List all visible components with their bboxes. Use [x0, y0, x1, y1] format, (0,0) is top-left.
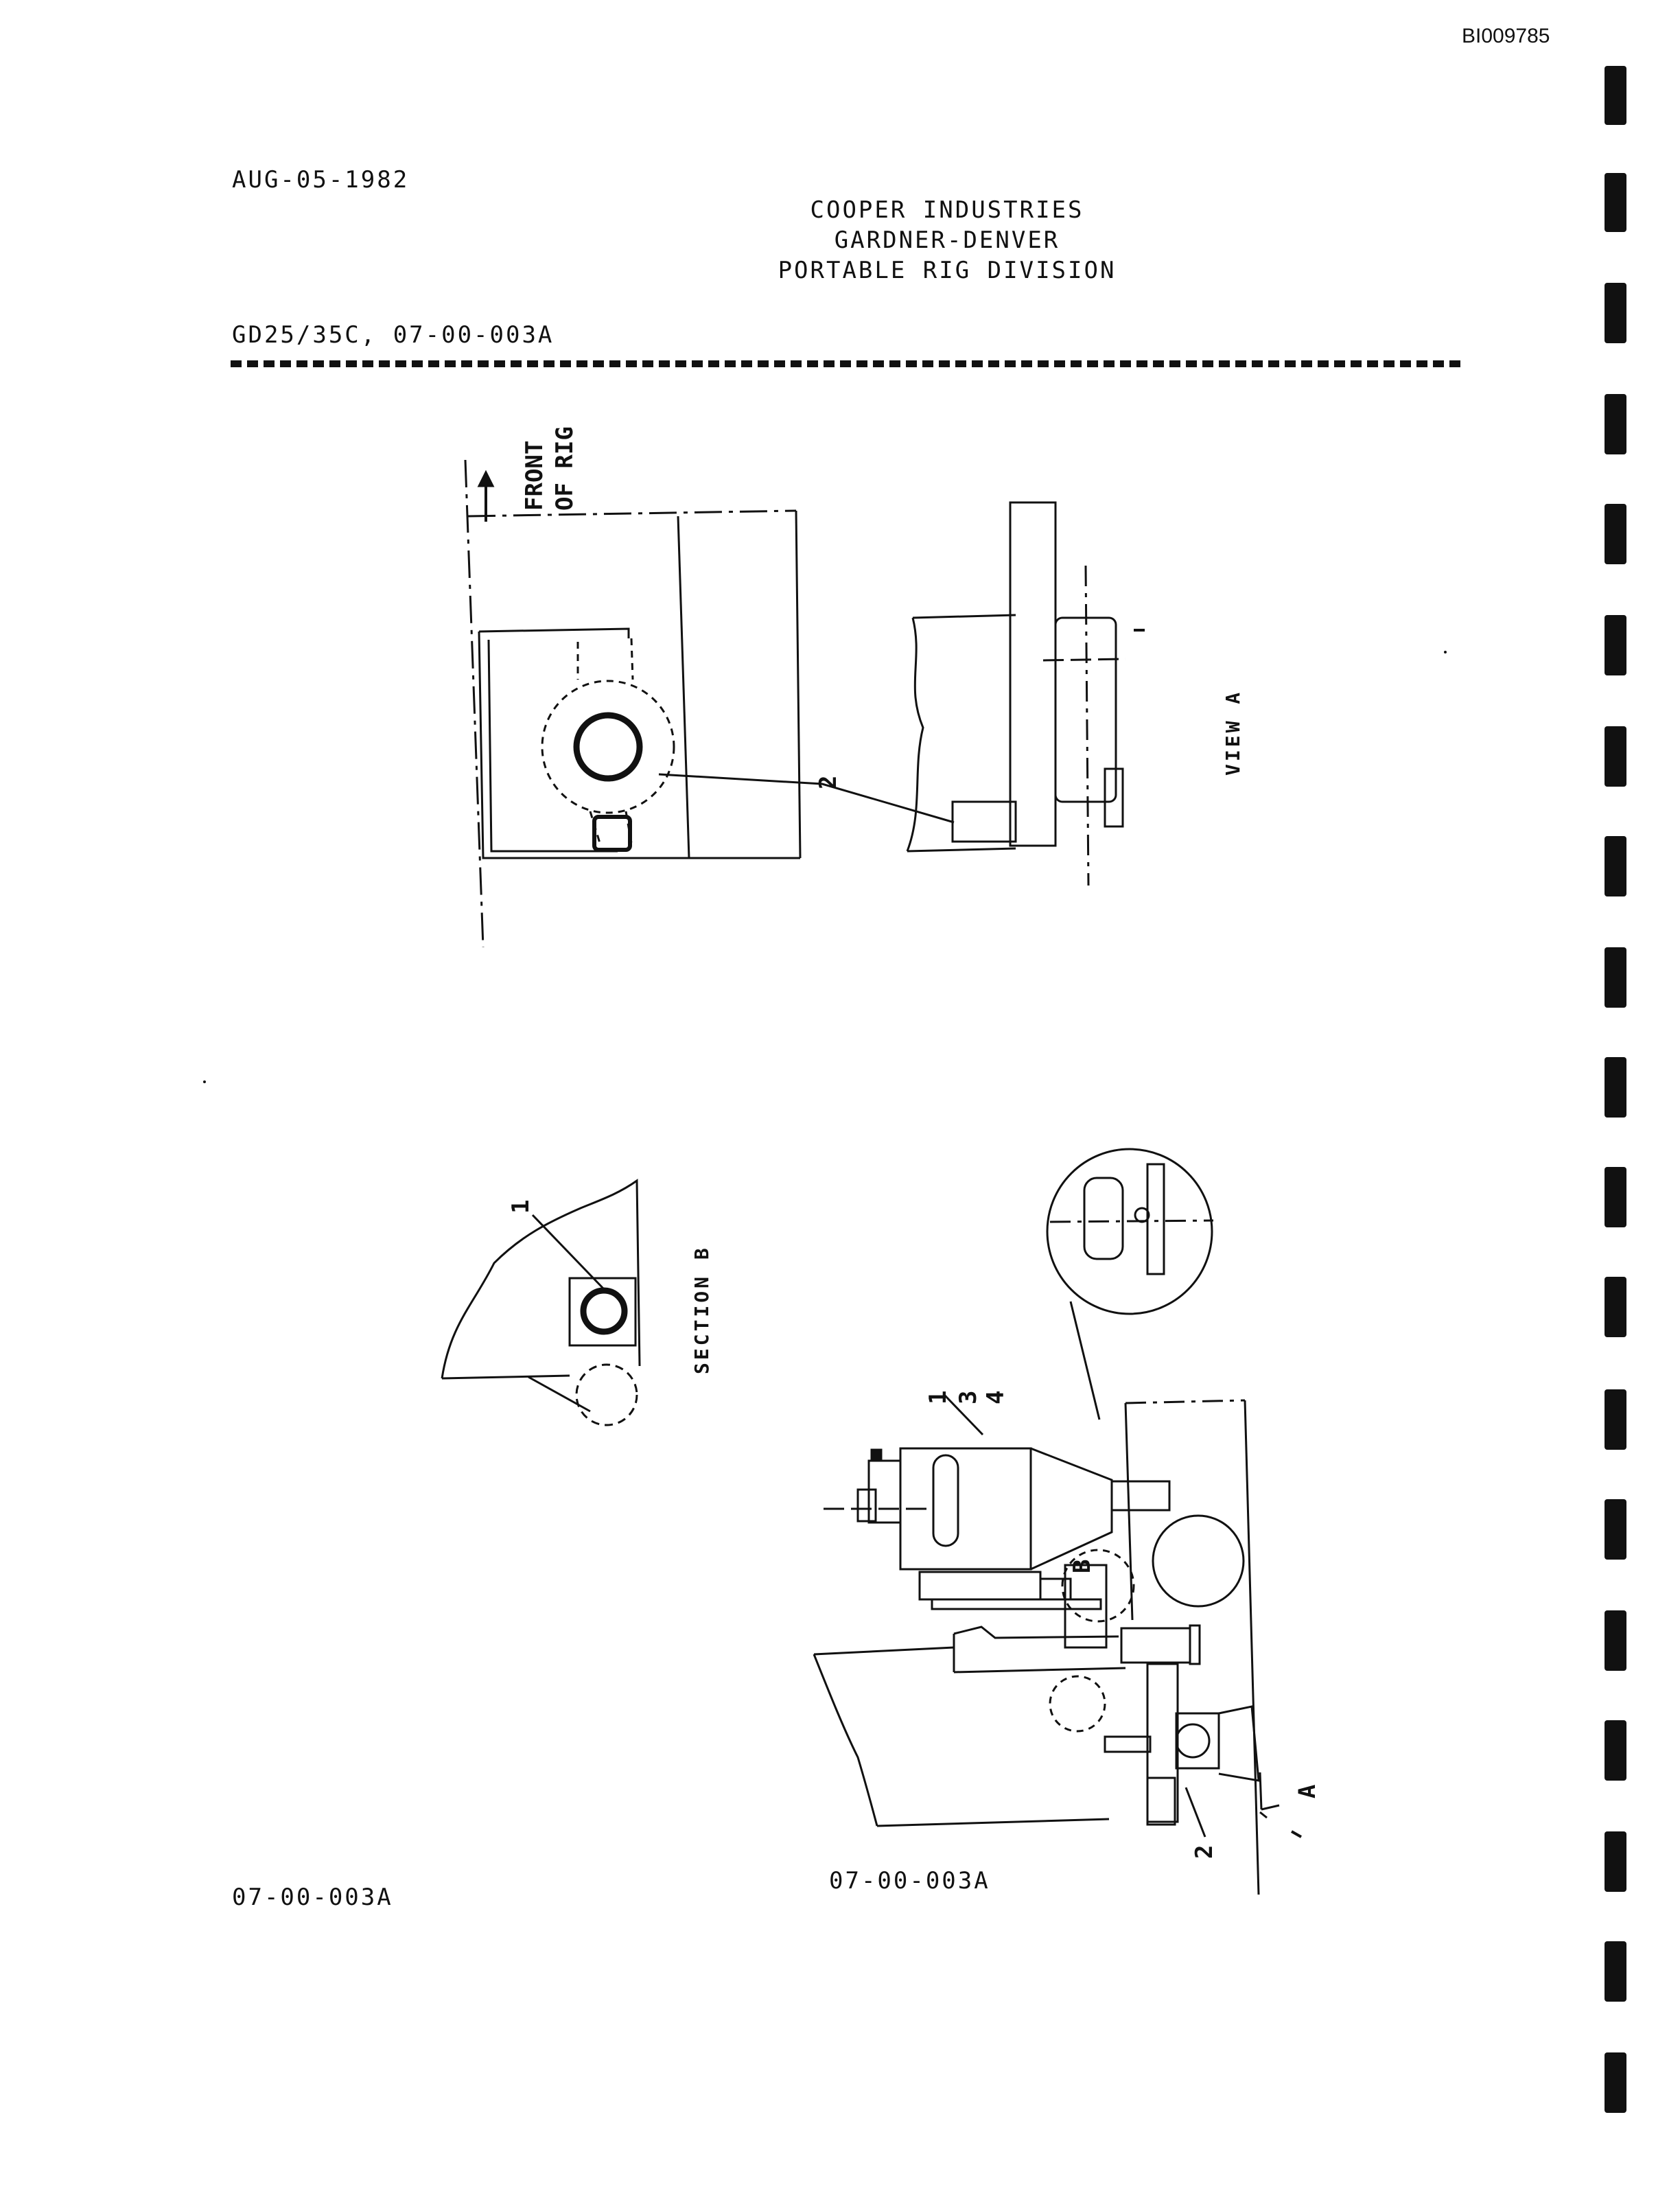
callout-2-assembly: 2	[1191, 1845, 1218, 1859]
section-b-detail: 1 SECTION B	[441, 1179, 713, 1426]
scan-edge-mark	[1605, 1499, 1626, 1560]
scan-edge-mark	[1605, 1389, 1626, 1450]
bates-number: BI009785	[1462, 25, 1550, 47]
footer-center-ref: 07-00-003A	[829, 1867, 990, 1895]
footer-left-ref: 07-00-003A	[232, 1884, 393, 1911]
scan-edge-mark	[1605, 394, 1626, 454]
scan-edge-mark	[1605, 726, 1626, 787]
scan-edge-mark	[1605, 504, 1626, 564]
model-reference: GD25/35C, 07-00-003A	[232, 321, 555, 349]
scan-edge-mark	[1605, 1831, 1626, 1892]
plan-view-top: 2 FRONT OF RIG	[464, 426, 955, 948]
front-label-2: OF RIG	[551, 426, 579, 511]
view-a-label: VIEW A	[1222, 690, 1244, 776]
callout-3: 3	[955, 1391, 982, 1404]
assembly-view: 1 3 4 B 2 A	[813, 1148, 1321, 1895]
section-b-label: SECTION B	[690, 1245, 713, 1374]
callout-4: 4	[982, 1391, 1010, 1404]
scan-edge-mark	[1605, 1720, 1626, 1781]
scan-edge-mark	[1605, 1057, 1626, 1118]
scan-edge-mark	[1605, 1610, 1626, 1671]
division-name: GARDNER-DENVER	[834, 227, 1060, 254]
front-label: FRONT	[521, 441, 548, 511]
scan-edge-mark	[1605, 283, 1626, 343]
scan-edge-mark	[1605, 1941, 1626, 2002]
dashed-separator	[231, 360, 1466, 367]
scan-edge-mark	[1605, 1277, 1626, 1337]
scan-edge-mark	[1605, 173, 1626, 232]
callout-2-top: 2	[815, 776, 842, 789]
document-date: AUG-05-1982	[232, 166, 410, 194]
scan-edge-mark	[1605, 947, 1626, 1008]
scan-edge-mark	[1605, 1167, 1626, 1227]
callout-a: A	[1294, 1785, 1321, 1798]
view-a-detail: VIEW A	[906, 501, 1244, 886]
callout-b: B	[1069, 1560, 1096, 1573]
scan-edge-mark	[1605, 2052, 1626, 2113]
callout-1: 1	[507, 1200, 535, 1214]
scan-edge-mark	[1605, 836, 1626, 896]
company-name: COOPER INDUSTRIES	[810, 196, 1084, 224]
scan-edge-mark	[1605, 615, 1626, 675]
callout-1-assembly: 1	[924, 1391, 952, 1404]
scan-edge-mark	[1605, 66, 1626, 125]
division-subtitle: PORTABLE RIG DIVISION	[778, 257, 1117, 284]
